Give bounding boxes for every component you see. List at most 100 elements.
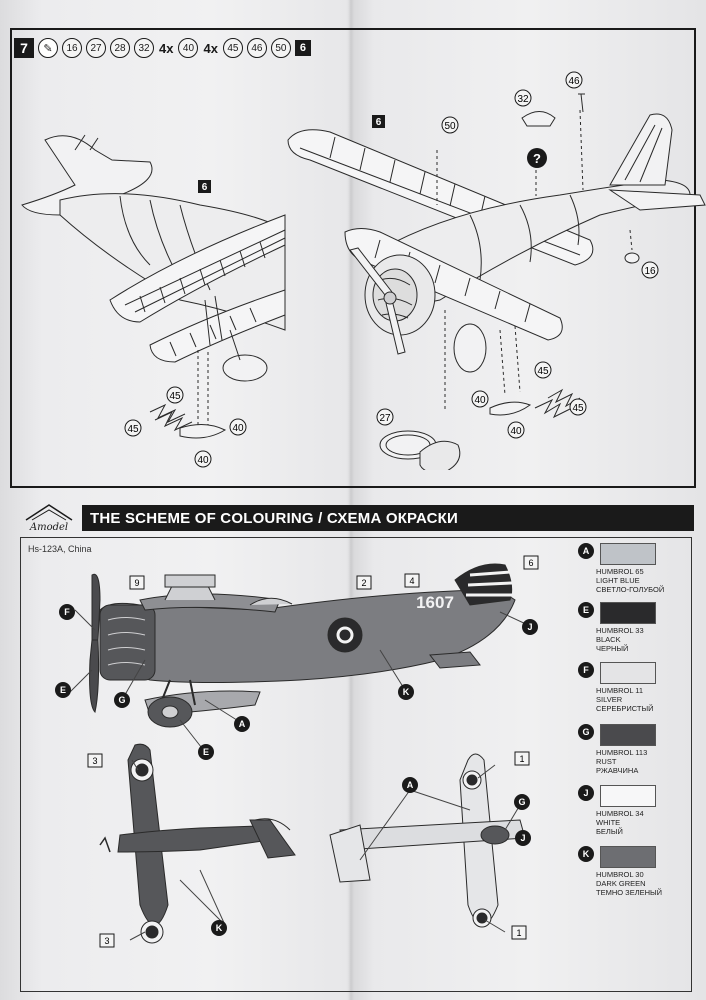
svg-text:45: 45 (572, 403, 584, 414)
colour-name-ru: СВЕТЛО-ГОЛУБОЙ (596, 585, 665, 594)
part-number: 40 (178, 38, 199, 58)
paint-name: HUMBROL 34 (596, 809, 644, 818)
colour-callout: E (198, 744, 214, 760)
colour-callout: G (114, 692, 130, 708)
color-reference: 6 (294, 40, 311, 56)
svg-text:1: 1 (516, 928, 521, 938)
fuselage-number: 1607 (416, 593, 454, 612)
side-profile (89, 563, 516, 728)
model-label: Hs-123A, China (28, 544, 92, 554)
decal-number: 9 (129, 575, 145, 590)
colour-code: K (578, 846, 594, 862)
quantity-multiplier: 4x (203, 40, 218, 56)
colouring-banner: Amodel THE SCHEME OF COLOURING / СХЕМА О… (18, 497, 694, 537)
svg-text:46: 46 (568, 76, 580, 87)
svg-text:40: 40 (232, 423, 244, 434)
colour-code: F (578, 662, 594, 678)
colour-name-en: WHITE (596, 818, 621, 827)
svg-text:E: E (203, 747, 209, 757)
part-callout: 40 (229, 418, 247, 436)
part-callout: 45 (569, 398, 587, 416)
decal-number: 1 (511, 925, 527, 940)
svg-text:K: K (216, 923, 223, 933)
svg-text:40: 40 (197, 455, 209, 466)
right-biplane-drawing (287, 93, 706, 470)
svg-text:F: F (64, 607, 70, 617)
part-number: 32 (134, 38, 154, 58)
svg-text:3: 3 (92, 756, 97, 766)
paint-name: HUMBROL 30 (596, 870, 644, 879)
decal-number: 2 (356, 575, 372, 590)
section-title: THE SCHEME OF COLOURING / СХЕМА ОКРАСКИ (82, 505, 694, 531)
brand-name: Amodel (29, 521, 69, 533)
svg-text:50: 50 (444, 121, 456, 132)
colour-swatch (600, 602, 656, 624)
part-callout: 40 (471, 390, 489, 408)
colour-name-ru: РЖАВЧИНА (596, 766, 639, 775)
colour-callout: F (59, 604, 75, 620)
part-callout: 45 (124, 419, 142, 437)
colour-callout: K (211, 920, 227, 936)
amodel-logo: Amodel (18, 497, 80, 537)
part-number: 50 (270, 38, 291, 58)
svg-text:3: 3 (104, 936, 109, 946)
svg-text:27: 27 (379, 413, 391, 424)
part-callout: 50 (441, 116, 459, 134)
color-reference: 6 (198, 180, 211, 193)
step-header: 7 ✎ 16 27 28 32 4x 40 4x 45 46 50 6 (14, 36, 311, 60)
colour-callout: G (514, 794, 530, 810)
part-callout: 46 (565, 71, 583, 89)
question-mark-icon: ? (527, 148, 547, 168)
colour-name-en: BLACK (596, 635, 621, 644)
svg-text:32: 32 (517, 94, 529, 105)
assembly-drawing: 6 6 45 45 40 40 50 32 46 16 45 45 40 40 … (21, 71, 706, 470)
part-number: 16 (62, 38, 82, 58)
decal-number: 6 (523, 555, 539, 570)
svg-text:45: 45 (537, 366, 549, 377)
colour-callout: E (55, 682, 71, 698)
colour-code: J (578, 785, 594, 801)
part-callout: 40 (194, 450, 212, 468)
colour-swatch (600, 543, 656, 565)
colour-name-en: SILVER (596, 695, 623, 704)
quantity-multiplier: 4x (159, 40, 174, 56)
svg-text:45: 45 (127, 424, 139, 435)
part-callout: 27 (376, 408, 394, 426)
assembly-frame (10, 28, 696, 488)
svg-text:J: J (527, 622, 532, 632)
svg-text:A: A (407, 780, 414, 790)
svg-text:A: A (239, 719, 246, 729)
colour-swatch (600, 724, 656, 746)
colour-name-ru: ЧЕРНЫЙ (596, 644, 629, 653)
paint-name: HUMBROL 33 (596, 626, 644, 635)
svg-text:G: G (518, 797, 525, 807)
paint-name: HUMBROL 65 (596, 567, 644, 576)
part-number: 45 (222, 38, 243, 58)
svg-text:9: 9 (134, 578, 139, 588)
colour-callout: K (398, 684, 414, 700)
colour-name-en: DARK GREEN (596, 879, 646, 888)
colour-swatch (600, 785, 656, 807)
svg-text:K: K (403, 687, 410, 697)
decal-number: 1 (514, 751, 530, 766)
bottom-view (329, 753, 526, 928)
svg-text:45: 45 (169, 391, 181, 402)
glue-icon: ✎ (38, 38, 58, 58)
colour-callout: J (522, 619, 538, 635)
colour-code: A (578, 543, 594, 559)
decal-number: 3 (99, 933, 115, 948)
colour-swatch (600, 662, 656, 684)
top-view (99, 743, 296, 944)
colour-name-en: RUST (596, 757, 617, 766)
colour-name-ru: СЕРЕБРИСТЫЙ (596, 704, 654, 713)
color-reference: 6 (372, 115, 385, 128)
part-callout: 40 (507, 421, 525, 439)
svg-text:?: ? (533, 151, 541, 166)
svg-text:16: 16 (644, 266, 656, 277)
